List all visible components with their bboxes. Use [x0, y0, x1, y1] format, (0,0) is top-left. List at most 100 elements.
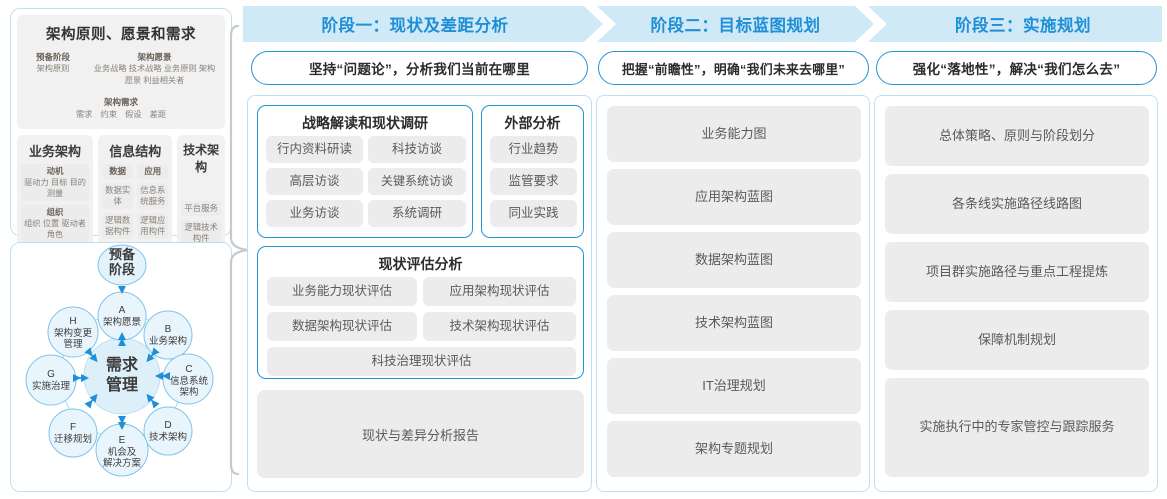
phase-2-banner-text: 阶段二：目标蓝图规划	[650, 17, 821, 35]
cell-title: 架构需求	[103, 97, 138, 108]
node-H-label2: 管理	[63, 338, 83, 350]
list-item[interactable]: 数据架构蓝图	[607, 232, 861, 288]
chip[interactable]: 关键系统访谈	[368, 168, 466, 195]
chip[interactable]: 行业趋势	[490, 136, 577, 163]
phase-2-panel: 业务能力图 应用架构蓝图 数据架构蓝图 技术架构蓝图 IT治理规划 架构专题规划	[596, 95, 870, 492]
node-C-label: 信息系统	[170, 375, 209, 387]
cell-sub: 需求 约束 假设 差距	[75, 109, 167, 119]
prelim-line-2: 阶段	[109, 262, 135, 277]
node-F-key: F	[70, 422, 76, 433]
framework-principles-group: 架构原则、愿景和需求 预备阶段 架构原则 架构愿景 业务战略 技术战略 业务原则…	[17, 15, 225, 130]
node-G-label: 实施治理	[32, 380, 71, 392]
subcell: 数据实体	[102, 183, 134, 210]
chip[interactable]: 高层访谈	[266, 168, 363, 195]
cell-vision: 架构愿景 业务战略 技术战略 业务原则 架构愿景 利益相关者	[89, 49, 220, 90]
cell-title: 架构愿景	[137, 52, 172, 62]
chip[interactable]: 同业实践	[490, 200, 577, 227]
chip[interactable]: 技术架构现状评估	[423, 312, 576, 341]
left-column: 架构原则、愿景和需求 预备阶段 架构原则 架构愿景 业务战略 技术战略 业务原则…	[10, 8, 232, 492]
domain-heading: 技术架构	[183, 143, 220, 175]
chip[interactable]: 数据架构现状评估	[267, 312, 417, 341]
list-item[interactable]: 各条线实施路径线路图	[885, 174, 1149, 234]
card-title: 战略解读和现状调研	[302, 115, 428, 131]
cell-title: 预备阶段	[35, 52, 70, 62]
subcell: 信息系统服务	[137, 183, 169, 210]
subcell: 组织 组织 位置 驱动者 角色	[21, 205, 90, 243]
node-A-label: 架构愿景	[103, 316, 141, 328]
subcell-title: 逻辑数据构件	[105, 215, 131, 237]
card-external-analysis: 外部分析 行业趋势 监管要求 同业实践	[481, 105, 584, 238]
domain-heading: 信息结构	[109, 144, 162, 160]
phase-1-banner: 阶段一：现状及差距分析	[243, 6, 603, 42]
list-item[interactable]: 业务能力图	[607, 106, 861, 162]
subcell: 动机 驱动力 目标 目的 测量	[21, 164, 90, 202]
subcell-title: 数据实体	[105, 185, 131, 207]
card-title: 外部分析	[504, 115, 561, 131]
node-B-label: 业务架构	[149, 335, 187, 347]
node-E-label2: 解决方案	[103, 457, 142, 469]
cell-sub: 架构原则	[36, 64, 70, 74]
subcell-sub: 驱动力 目标 目的 测量	[24, 178, 86, 199]
node-C-label2: 架构	[179, 386, 198, 398]
node-H-key: H	[69, 316, 76, 327]
subcell: 逻辑技术构件	[181, 220, 222, 247]
list-item[interactable]: 技术架构蓝图	[607, 295, 861, 351]
list-item[interactable]: 项目群实施路径与重点工程提炼	[885, 242, 1149, 302]
node-D-label: 技术架构	[149, 431, 187, 443]
cell-prelim: 预备阶段 架构原则	[22, 49, 84, 90]
node-A-key: A	[119, 305, 126, 316]
phase-2-banner: 阶段二：目标蓝图规划	[597, 6, 874, 42]
chip[interactable]: 行内资料研读	[266, 136, 363, 163]
center-line-2: 管理	[106, 375, 138, 394]
node-B-key: B	[165, 324, 172, 335]
subcell-title: 平台服务	[184, 203, 218, 214]
phase-3-banner: 阶段三：实施规划	[868, 6, 1162, 42]
chip[interactable]: 科技治理现状评估	[267, 347, 576, 376]
domain-heading: 业务架构	[29, 144, 82, 160]
node-H-label: 架构变更	[54, 327, 93, 339]
prelim-line-1: 预备	[109, 247, 136, 262]
list-item[interactable]: 保障机制规划	[885, 310, 1149, 370]
list-item[interactable]: 总体策略、原则与阶段划分	[885, 106, 1149, 166]
cell-sub: 业务战略 技术战略 业务原则 架构愿景 利益相关者	[93, 64, 216, 85]
node-D-key: D	[164, 420, 171, 431]
subcell-title: 逻辑技术构件	[184, 222, 218, 244]
chip[interactable]: 监管要求	[490, 168, 577, 195]
subcell-title: 逻辑应用构件	[140, 215, 166, 237]
center-line-1: 需求	[106, 355, 139, 374]
subcell-title: 信息系统服务	[140, 185, 166, 207]
chip[interactable]: 应用架构现状评估	[423, 277, 576, 306]
phase-1-report-chip[interactable]: 现状与差异分析报告	[257, 390, 584, 478]
list-item[interactable]: 应用架构蓝图	[607, 169, 861, 225]
phase-1-subtitle: 坚持“问题论”，分析我们当前在哪里	[251, 51, 588, 85]
subcell: 数据	[102, 164, 134, 180]
chip[interactable]: 业务能力现状评估	[267, 277, 417, 306]
subcell-title: 组织	[46, 207, 64, 218]
node-E-key: E	[119, 435, 126, 446]
phase-3-banner-text: 阶段三：实施规划	[955, 17, 1091, 35]
subcell: 逻辑数据构件	[102, 213, 134, 239]
phase-1-panel: 战略解读和现状调研 行内资料研读 科技访谈 高层访谈 关键系统访谈 业务访谈 系…	[247, 95, 592, 492]
card-title: 现状评估分析	[378, 256, 463, 272]
subcell-sub: 组织 位置 驱动者 角色	[24, 219, 86, 240]
subcell: 逻辑应用构件	[137, 213, 169, 239]
framework-header: 架构原则、愿景和需求	[46, 27, 196, 43]
subcell-title: 数据	[109, 166, 127, 177]
subcell-title: 应用	[144, 166, 162, 177]
adm-cycle-box: 预备 阶段 需求 管理 A 架构愿景 B 业务架构 C 信息系统 架构 D 技术…	[10, 242, 232, 492]
togaf-framework-box: 架构原则、愿景和需求 预备阶段 架构原则 架构愿景 业务战略 技术战略 业务原则…	[10, 8, 232, 334]
chip[interactable]: 业务访谈	[266, 200, 363, 227]
chip[interactable]: 系统调研	[368, 200, 466, 227]
list-item[interactable]: 实施执行中的专家管控与跟踪服务	[885, 378, 1149, 477]
phase-3-panel: 总体策略、原则与阶段划分 各条线实施路径线路图 项目群实施路径与重点工程提炼 保…	[874, 95, 1158, 492]
node-G-key: G	[47, 369, 55, 380]
chip[interactable]: 科技访谈	[368, 136, 466, 163]
node-E-label: 机会及	[108, 446, 137, 458]
list-item[interactable]: IT治理规划	[607, 358, 861, 414]
card-strategy-research: 战略解读和现状调研 行内资料研读 科技访谈 高层访谈 关键系统访谈 业务访谈 系…	[257, 105, 473, 238]
subcell: 平台服务	[181, 201, 222, 217]
node-C-key: C	[185, 364, 192, 375]
list-item[interactable]: 架构专题规划	[607, 421, 861, 477]
framework-row-1: 预备阶段 架构原则 架构愿景 业务战略 技术战略 业务原则 架构愿景 利益相关者	[22, 49, 220, 90]
